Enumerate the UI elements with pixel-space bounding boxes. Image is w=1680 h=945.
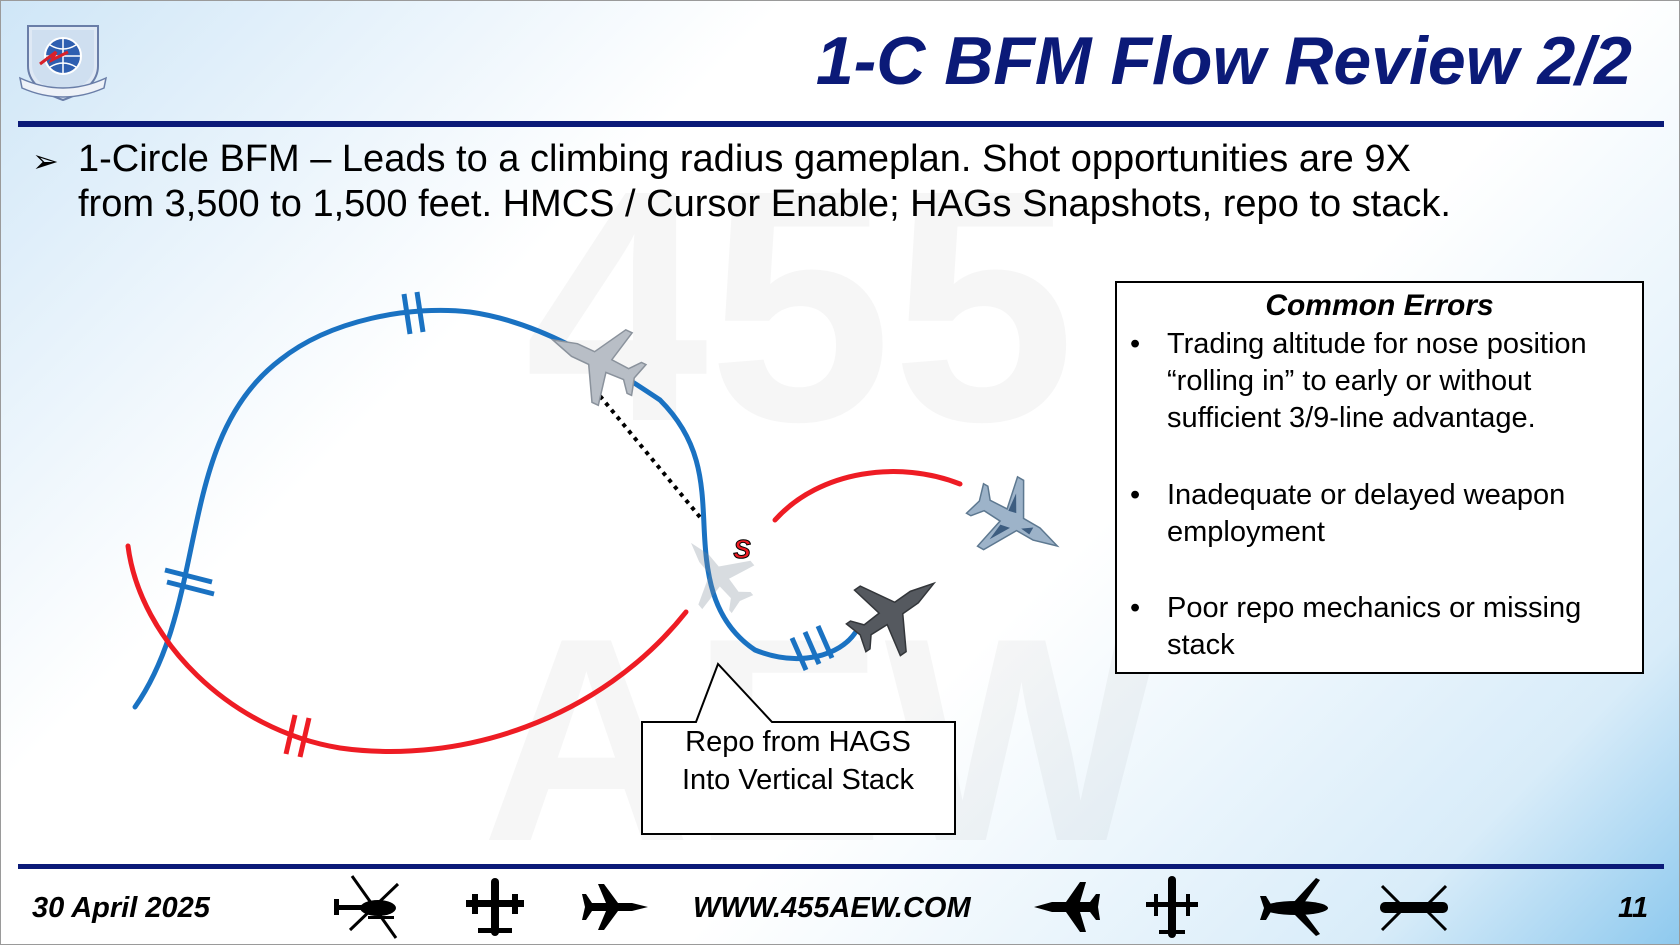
callout-bubble <box>641 662 956 835</box>
red-flight-path-right <box>772 469 963 523</box>
helicopter-icon <box>334 875 400 939</box>
common-errors-box: Common Errors • Trading altitude for nos… <box>1115 281 1644 674</box>
fighter-jet-icon <box>582 884 648 930</box>
footer-divider <box>18 864 1664 869</box>
tanker-plane-icon <box>1260 878 1328 936</box>
error-item-1-line-3: sufficient 3/9-line advantage. <box>1167 402 1536 434</box>
slide-title: 1-C BFM Flow Review 2/2 <box>815 23 1632 99</box>
footer-date: 30 April 2025 <box>32 892 210 924</box>
arrow-bullet-icon: ➢ <box>32 143 59 179</box>
shot-marker: S <box>733 534 751 564</box>
cargo-plane-icon <box>1146 876 1198 938</box>
error-item-1-line-1: Trading altitude for nose position <box>1167 328 1587 360</box>
footer-website: WWW.455AEW.COM <box>693 892 971 924</box>
error-item-2-line-2: employment <box>1167 516 1325 548</box>
red-flight-path-left <box>125 543 689 754</box>
main-bullet-line-2: from 3,500 to 1,500 feet. HMCS / Cursor … <box>78 183 1451 225</box>
header-divider <box>18 121 1664 127</box>
error-item-3-line-1: Poor repo mechanics or missing <box>1167 592 1582 624</box>
main-bullet-line-1: 1-Circle BFM – Leads to a climbing radiu… <box>78 138 1411 180</box>
page-number: 11 <box>1618 892 1649 924</box>
callout-text: Repo from HAGS Into Vertical Stack <box>641 723 955 799</box>
red-tick-marks <box>283 714 312 758</box>
main-bullet-text: 1-Circle BFM – Leads to a climbing radiu… <box>78 137 1648 227</box>
attack-jet-icon <box>1034 882 1100 932</box>
bullet-dot-icon: • <box>1130 328 1141 360</box>
transport-plane-icon <box>466 878 524 936</box>
callout-line-2: Into Vertical Stack <box>681 764 915 796</box>
wing-emblem-logo <box>18 25 108 102</box>
callout-line-1: Repo from HAGS <box>685 726 911 758</box>
error-item-1-line-2: “rolling in” to early or without <box>1167 365 1532 397</box>
blue-flight-path <box>132 307 858 710</box>
error-item-2-line-1: Inadequate or delayed weapon <box>1167 479 1566 511</box>
blue-tick-marks <box>164 291 835 672</box>
bullet-dot-icon: • <box>1130 592 1141 624</box>
dark-jet-icon <box>845 581 937 657</box>
common-errors-title: Common Errors <box>1265 289 1494 322</box>
faded-jet-icon <box>691 542 755 614</box>
drone-icon <box>1380 884 1448 932</box>
gray-jet-icon <box>550 328 648 407</box>
error-item-3-line-2: stack <box>1167 629 1235 661</box>
camo-jet-icon <box>965 475 1060 551</box>
dotted-line-of-sight <box>598 394 706 524</box>
bullet-dot-icon: • <box>1130 479 1141 511</box>
